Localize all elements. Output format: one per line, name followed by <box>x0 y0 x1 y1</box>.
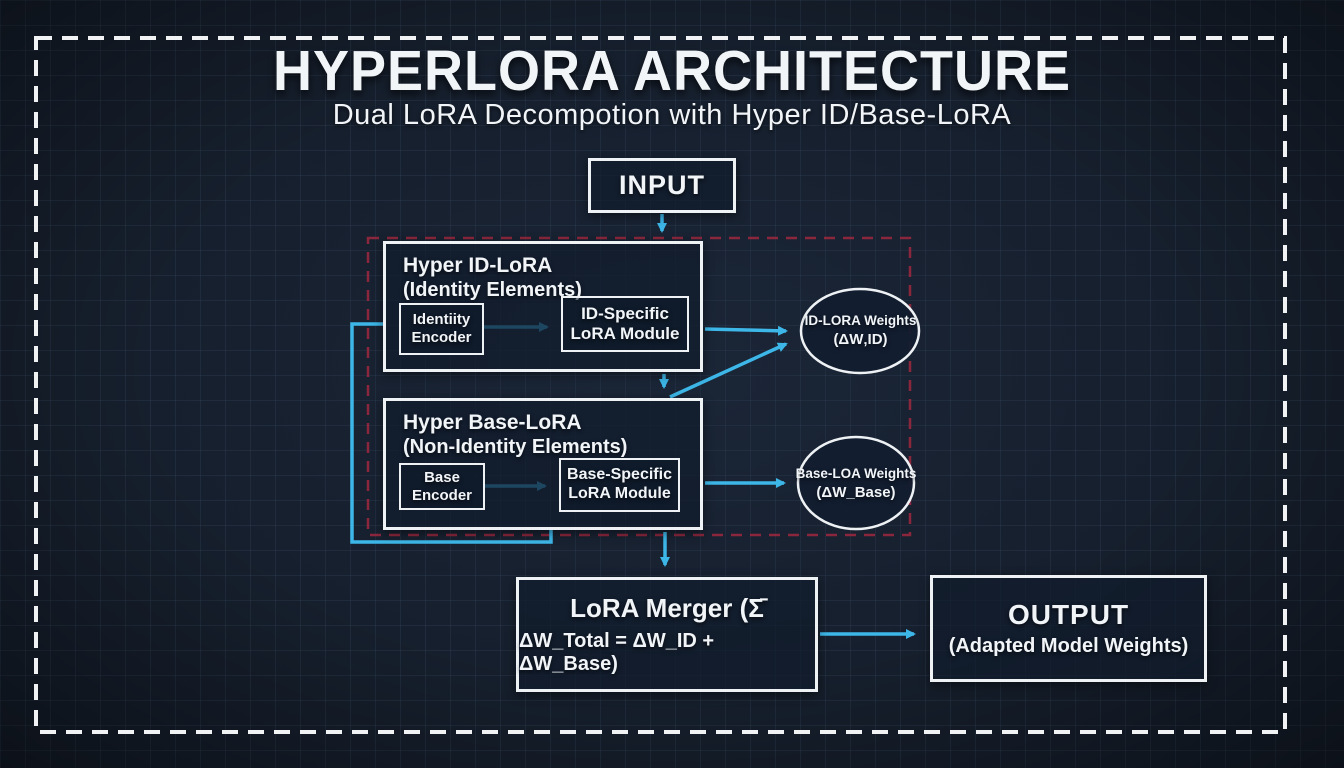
identity-encoder-node: Identiity Encoder <box>399 303 484 355</box>
page-title: HYPERLORA ARCHITECTURE <box>272 39 1071 103</box>
base-weights-label-line2: (ΔW_Base) <box>816 483 896 501</box>
id-module-label-line2: LoRA Module <box>570 324 680 343</box>
id-weights-ellipse <box>799 287 921 375</box>
page-subtitle: Dual LoRA Decompotion with Hyper ID/Base… <box>332 99 1012 131</box>
output-node: OUTPUT (Adapted Model Weights) <box>930 575 1207 682</box>
lora-merger-node: LoRA Merger (Σ̄ ΔW_Total = ΔW_ID + ΔW_Ba… <box>516 577 818 692</box>
hyper-base-lora-group: Hyper Base-LoRA (Non-Identity Elements) … <box>383 398 703 530</box>
hyper-base-title: Hyper Base-LoRA <box>403 411 582 434</box>
id-specific-lora-module-node: ID-Specific LoRA Module <box>561 296 689 352</box>
outer-dashed-border <box>34 36 1287 734</box>
merger-title: LoRA Merger (Σ̄ <box>570 593 764 623</box>
hyper-id-subtitle: (Identity Elements) <box>403 279 582 301</box>
identity-encoder-label-line1: Identiity <box>412 311 471 329</box>
input-node: INPUT <box>588 158 736 213</box>
feedback-bracket-line <box>350 322 553 544</box>
base-encoder-node: Base Encoder <box>399 463 485 510</box>
arrow-diagonal-to-id-weights <box>669 342 788 399</box>
hyper-id-title: Hyper ID-LoRA <box>403 254 553 277</box>
id-weights-label: ID-LORA Weights (ΔW‚ID) <box>798 305 923 357</box>
base-module-label-line2: LoRA Module <box>568 485 671 502</box>
base-weights-ellipse <box>796 435 916 531</box>
base-module-label-line1: Base-Specific <box>567 466 672 484</box>
base-encoder-label: Base Encoder <box>411 468 472 504</box>
base-weights-label: Base-LOA Weights (ΔW_Base) <box>793 458 919 510</box>
merger-equation: ΔW_Total = ΔW_ID + ΔW_Base) <box>519 630 715 675</box>
hyper-base-subtitle: (Non-Identity Elements) <box>403 436 628 458</box>
input-label: INPUT <box>619 170 705 200</box>
base-specific-lora-module-node: Base-Specific LoRA Module <box>559 458 680 512</box>
id-weights-label-line2: (ΔW‚ID) <box>833 330 888 348</box>
output-label: OUTPUT <box>1007 599 1130 630</box>
arrow-id-module-to-id-weights <box>704 325 788 336</box>
identity-encoder-label-line2: Encoder <box>411 329 472 346</box>
dual-lora-boundary-dashed <box>366 236 912 537</box>
id-module-label-line1: ID-Specific <box>581 303 669 323</box>
output-sublabel: (Adapted Model Weights) <box>948 635 1189 657</box>
hyper-id-lora-group: Hyper ID-LoRA (Identity Elements) Identi… <box>383 241 703 372</box>
base-weights-label-line1: Base-LOA Weights <box>795 465 917 481</box>
id-weights-label-line1: ID-LORA Weights <box>804 312 917 328</box>
